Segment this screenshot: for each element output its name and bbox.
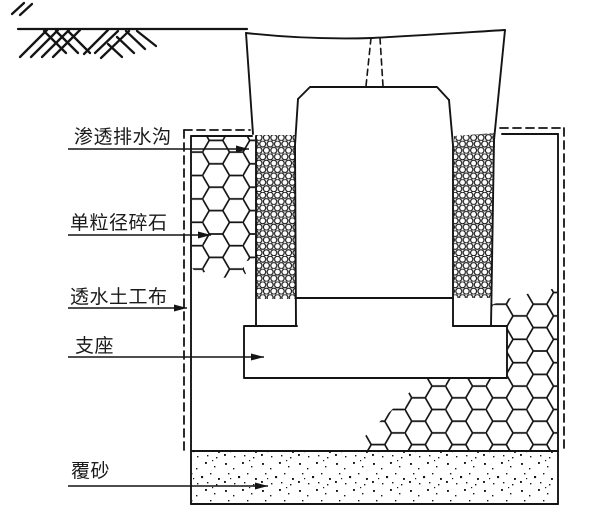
ground-surface — [10, 1, 249, 60]
label-bearing: 支座 — [75, 335, 114, 357]
geotextile-dashed-outline — [183, 127, 565, 452]
pier-column-top — [297, 86, 450, 101]
crushed-stone-left — [192, 136, 255, 278]
footing-outline — [243, 325, 508, 379]
label-sand-cover: 覆砂 — [71, 460, 110, 482]
pier-cap-left-face — [245, 32, 254, 135]
label-permeable-geotextile: 透水土工布 — [70, 286, 168, 308]
gravel-column-right — [454, 133, 495, 298]
pier-right-face — [490, 29, 506, 327]
label-seepage-drain: 渗透排水沟 — [74, 126, 172, 148]
material-fills — [192, 133, 557, 503]
sand-layer — [192, 452, 557, 503]
drain-pipe-dashed-line — [365, 37, 384, 87]
crushed-stone-right — [350, 288, 557, 451]
pier-cap-top-edge — [245, 29, 506, 40]
labels: 渗透排水沟 单粒径碎石 透水土工布 支座 覆砂 — [70, 126, 172, 482]
ground-hatch — [10, 1, 158, 60]
gravel-column-left — [256, 135, 295, 299]
label-single-size-stone: 单粒径碎石 — [70, 212, 168, 234]
structure-outlines — [183, 29, 565, 505]
pier-column-left-side — [294, 98, 299, 327]
pier-column-right-side — [448, 99, 454, 327]
leader-lines — [68, 145, 268, 490]
